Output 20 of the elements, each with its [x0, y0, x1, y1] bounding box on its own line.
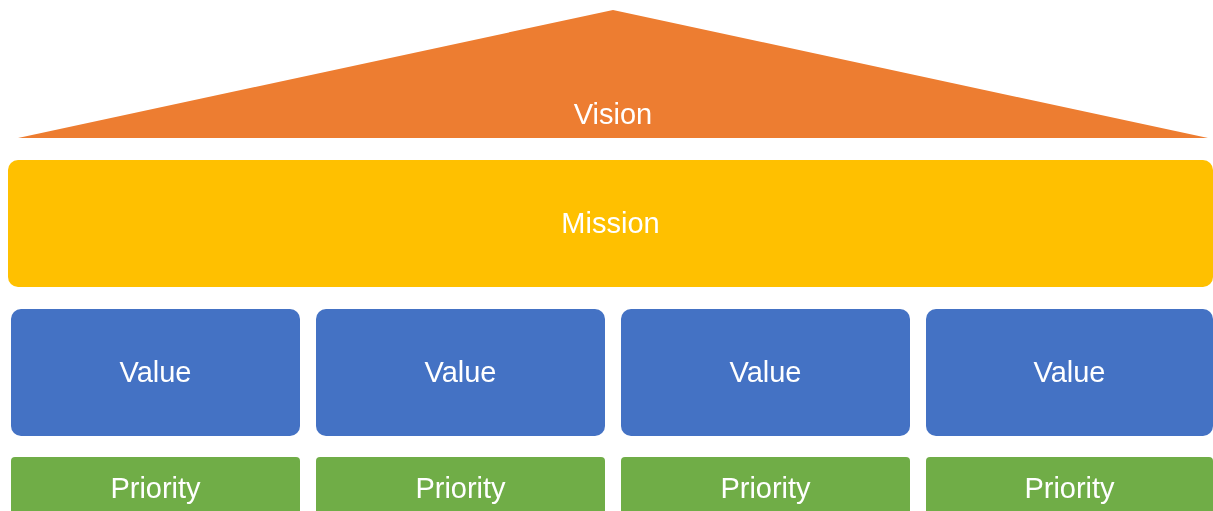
value-block	[11, 309, 300, 436]
block-label: Priority	[1024, 471, 1115, 505]
priority-block	[926, 457, 1213, 511]
block-label: Priority	[415, 471, 506, 505]
block-label: Mission	[561, 207, 660, 240]
block-label: Vision	[573, 97, 653, 131]
block-label: Value	[1033, 356, 1106, 389]
value-block	[926, 309, 1213, 436]
priority-block	[11, 457, 300, 511]
block-label: Value	[729, 356, 802, 389]
block-label: Value	[119, 356, 192, 389]
block-label: Priority	[110, 471, 201, 505]
priority-block	[316, 457, 605, 511]
block-label: Value	[424, 356, 497, 389]
mission-bar	[8, 160, 1213, 287]
roof-triangle	[18, 10, 1208, 138]
value-block	[621, 309, 910, 436]
priority-block	[621, 457, 910, 511]
value-block	[316, 309, 605, 436]
block-label: Priority	[720, 471, 811, 505]
